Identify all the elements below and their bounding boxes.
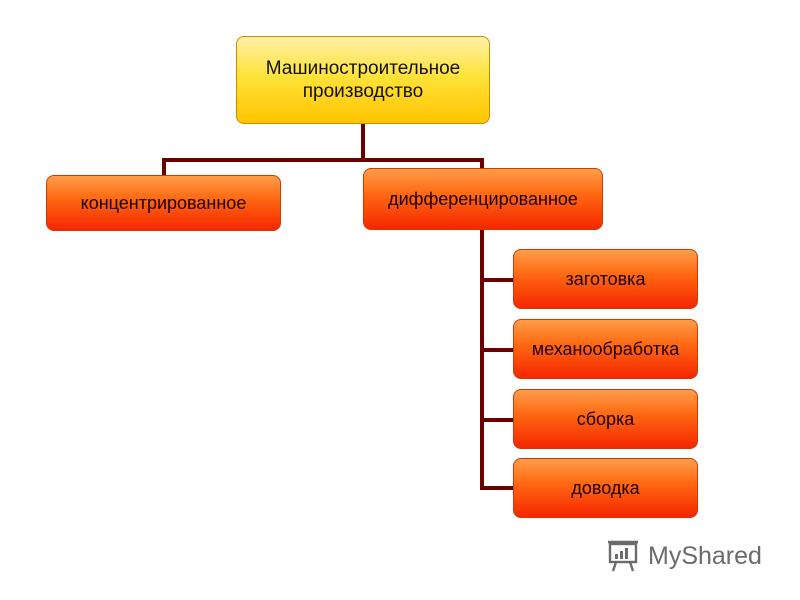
node-differentiated: дифференцированное [363, 168, 603, 230]
presentation-board-icon [608, 540, 638, 572]
node-concentrated: концентрированное [46, 175, 281, 231]
leaf-node-label: сборка [576, 408, 635, 429]
leaf-node-label: механообработка [531, 338, 680, 359]
leaf-node-label: заготовка [565, 268, 646, 289]
leaf-node-assembly: сборка [513, 389, 698, 449]
root-node-label: Машиностроительное производство [265, 58, 461, 102]
leaf-node-blank: заготовка [513, 249, 698, 309]
node-concentrated-label: концентрированное [80, 192, 247, 213]
root-node: Машиностроительное производство [236, 36, 490, 124]
leaf-node-finishing: доводка [513, 458, 698, 518]
leaf-node-machining: механообработка [513, 319, 698, 379]
leaf-node-label: доводка [571, 477, 640, 498]
node-differentiated-label: дифференцированное [388, 188, 578, 209]
watermark-logo: MyShared [606, 538, 766, 574]
watermark-brand-text: MyShared [648, 542, 762, 570]
